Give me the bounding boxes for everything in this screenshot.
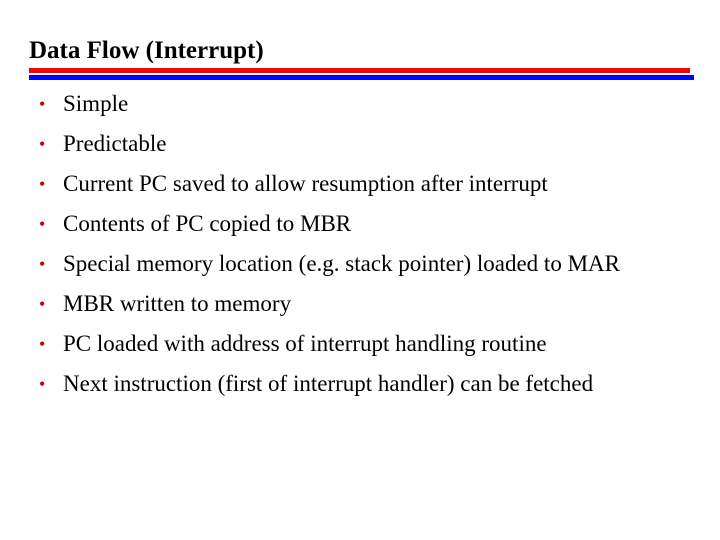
list-item-label: PC loaded with address of interrupt hand… <box>63 331 547 356</box>
bullet-icon: • <box>39 94 46 114</box>
list-item: • Special memory location (e.g. stack po… <box>33 244 693 284</box>
list-item: • Next instruction (first of interrupt h… <box>33 364 693 404</box>
list-item-label: Simple <box>63 91 129 116</box>
list-item-label: Current PC saved to allow resumption aft… <box>63 171 548 196</box>
bullet-icon: • <box>39 334 46 354</box>
bullet-icon: • <box>39 374 46 394</box>
list-item-label: Next instruction (first of interrupt han… <box>63 371 594 396</box>
list-item: • Predictable <box>33 124 693 164</box>
bullet-icon: • <box>39 174 46 194</box>
title-divider-blue <box>29 75 694 80</box>
bullet-list: • Simple • Predictable • Current PC save… <box>33 84 693 404</box>
list-item: • Current PC saved to allow resumption a… <box>33 164 693 204</box>
list-item-label: Predictable <box>63 131 167 156</box>
list-item-label: Contents of PC copied to MBR <box>63 211 352 236</box>
title-divider-red <box>29 68 690 73</box>
bullet-icon: • <box>39 214 46 234</box>
page-title: Data Flow (Interrupt) <box>29 37 264 64</box>
list-item-label: MBR written to memory <box>63 291 292 316</box>
list-item: • PC loaded with address of interrupt ha… <box>33 324 693 364</box>
list-item: • Contents of PC copied to MBR <box>33 204 693 244</box>
list-item-label: Special memory location (e.g. stack poin… <box>63 251 620 276</box>
list-item: • Simple <box>33 84 693 124</box>
bullet-icon: • <box>39 254 46 274</box>
bullet-icon: • <box>39 294 46 314</box>
list-item: • MBR written to memory <box>33 284 693 324</box>
bullet-icon: • <box>39 134 46 154</box>
